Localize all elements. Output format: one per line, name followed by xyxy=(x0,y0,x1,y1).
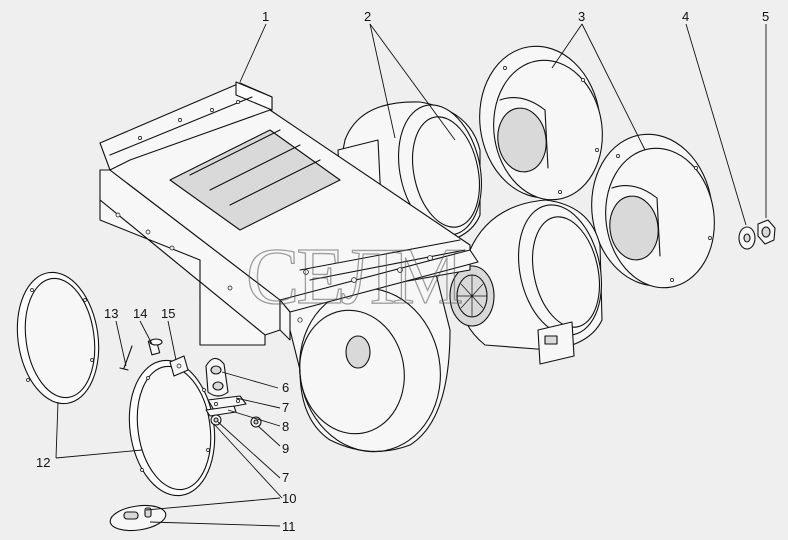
callout-2: 2 xyxy=(364,9,371,24)
gasket-part-12 xyxy=(16,271,100,405)
callout-4: 4 xyxy=(682,9,689,24)
washer-part-4 xyxy=(738,226,756,250)
callout-7-lower: 7 xyxy=(282,470,289,485)
bracket-part-15 xyxy=(169,355,189,377)
callout-6: 6 xyxy=(282,380,289,395)
frame-part-1 xyxy=(99,81,479,346)
callout-14: 14 xyxy=(133,306,147,321)
callout-labels: 1 2 3 4 5 6 7 8 9 7 10 11 12 13 14 15 xyxy=(36,9,769,534)
callout-1: 1 xyxy=(262,9,269,24)
callout-5: 5 xyxy=(762,9,769,24)
flange-part-3 xyxy=(479,45,715,289)
leader-lines xyxy=(55,23,767,527)
pin-part-13 xyxy=(119,345,133,371)
nut-part-5 xyxy=(757,219,776,245)
callout-7-upper: 7 xyxy=(282,400,289,415)
cover-ring xyxy=(128,359,216,497)
callout-13: 13 xyxy=(104,306,118,321)
clip-part-11 xyxy=(109,504,167,532)
callout-11: 11 xyxy=(282,519,296,534)
fan-lower-part-2 xyxy=(449,199,603,365)
callout-10: 10 xyxy=(282,491,296,506)
callout-3: 3 xyxy=(578,9,585,24)
callout-8: 8 xyxy=(282,419,289,434)
callout-12: 12 xyxy=(36,455,50,470)
callout-9: 9 xyxy=(282,441,289,456)
plate-part-7 xyxy=(207,395,247,411)
washer-part-10 xyxy=(210,414,222,426)
clamp-part-6 xyxy=(205,357,229,397)
callout-15: 15 xyxy=(161,306,175,321)
watermark-text: СЕЛМ xyxy=(246,233,461,321)
